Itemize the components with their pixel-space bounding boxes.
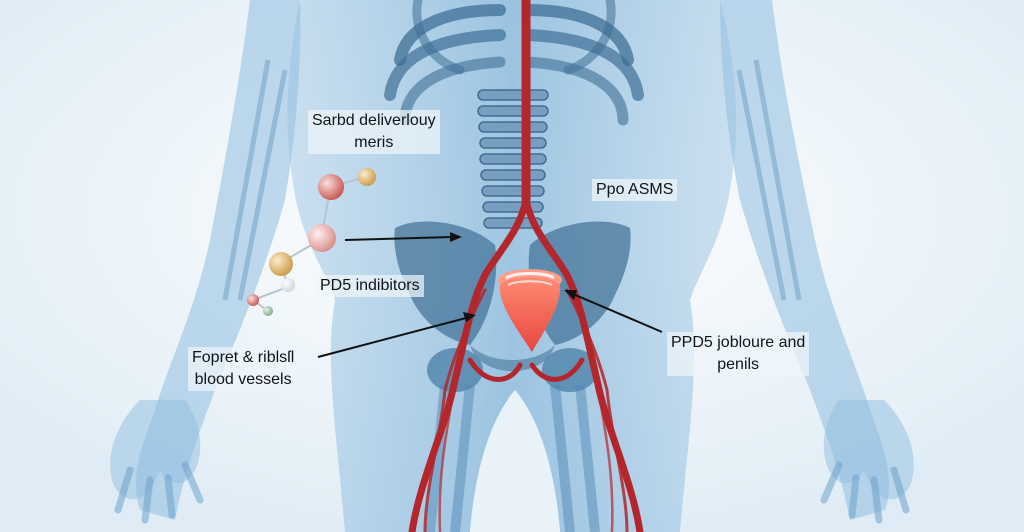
label-asms: Ppo ASMS bbox=[592, 179, 678, 201]
ribcage bbox=[384, 0, 644, 126]
molecule-cluster bbox=[247, 168, 376, 316]
label-pde5-text: PD5 indibitors bbox=[320, 277, 420, 294]
pointer-arrows bbox=[317, 232, 663, 358]
arrow-to-pelvis bbox=[344, 236, 453, 241]
arrowhead bbox=[463, 312, 476, 322]
molecule-sphere bbox=[247, 294, 259, 306]
body-silhouette bbox=[110, 0, 914, 532]
label-delivery: Sarbd deliverlouy meris bbox=[308, 110, 440, 154]
molecule-sphere bbox=[269, 252, 293, 276]
molecule-sphere bbox=[318, 174, 344, 200]
spine bbox=[477, 89, 549, 229]
arrow-to-vessels bbox=[317, 317, 467, 358]
molecule-sphere bbox=[281, 278, 295, 292]
label-delivery-line-2: meris bbox=[354, 134, 394, 151]
label-penis-line-1: PPD5 jobloure and bbox=[671, 334, 806, 351]
label-penis-line-2: penils bbox=[717, 356, 760, 373]
label-pde5: PD5 indibitors bbox=[316, 275, 424, 297]
arrowhead bbox=[450, 232, 462, 242]
label-vessels: Fopret & riblsſl blood vessels bbox=[188, 347, 299, 391]
label-vessels-line-1: Fopret & riblsſl bbox=[192, 349, 295, 366]
label-penis: PPD5 jobloure and penils bbox=[667, 332, 810, 376]
arrow-to-organ bbox=[572, 293, 663, 333]
bladder-organ bbox=[498, 269, 562, 352]
label-vessels-line-2: blood vessels bbox=[194, 371, 292, 388]
arrowhead bbox=[564, 290, 577, 300]
molecule-sphere bbox=[263, 306, 273, 316]
label-asms-text: Ppo ASMS bbox=[596, 181, 674, 198]
molecule-sphere bbox=[358, 168, 376, 186]
arteries bbox=[408, 0, 644, 532]
label-delivery-line-1: Sarbd deliverlouy bbox=[312, 112, 436, 129]
molecule-sphere bbox=[308, 224, 336, 252]
